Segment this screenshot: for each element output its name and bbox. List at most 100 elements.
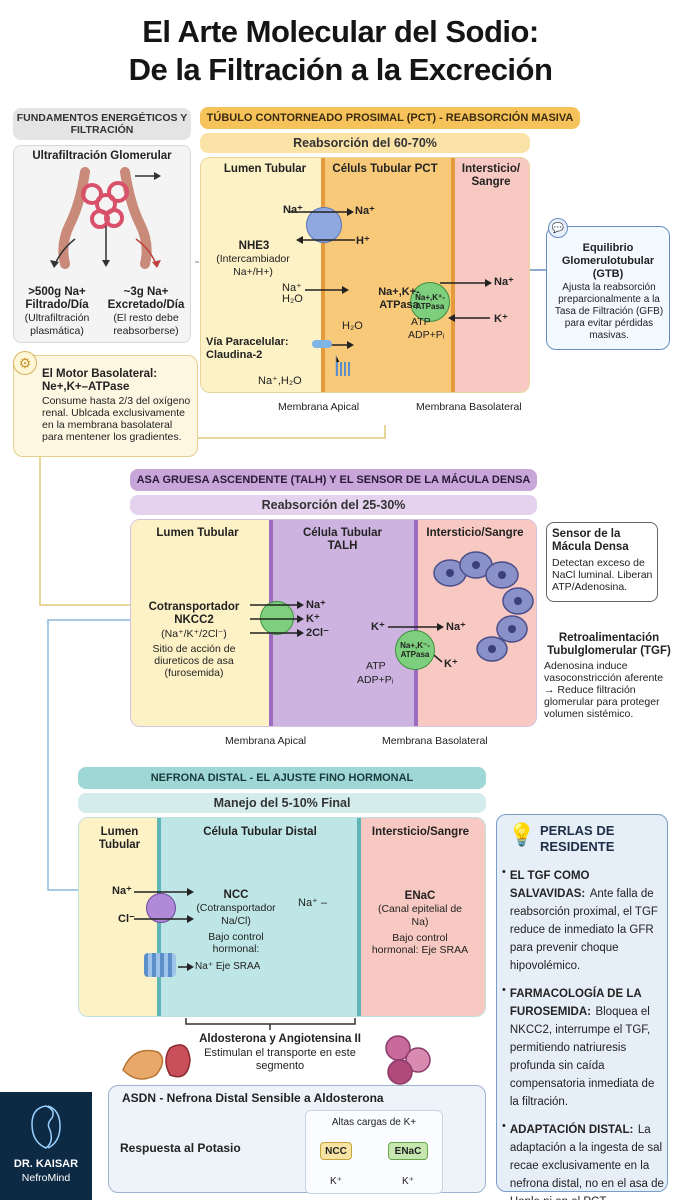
macula-title: Sensor de la Mácula Densa bbox=[552, 528, 629, 553]
asdn-k1: K⁺ bbox=[330, 1176, 342, 1187]
distal-cl: Cl⁻ bbox=[118, 913, 135, 925]
distal-interstitium-zone bbox=[359, 818, 485, 1016]
pct-na-out: Na⁺ bbox=[355, 205, 375, 217]
tgf-text: Adenosina induce vasoconstricción aferen… bbox=[544, 660, 664, 720]
distal-header-text: NEFRONA DISTAL - EL AJUSTE FINO HORMONAL bbox=[150, 772, 414, 784]
pct-diagram bbox=[200, 157, 530, 393]
macula-text: Detectan exceso de NaCl luminal. Liberan… bbox=[552, 557, 653, 593]
talh-adp: ADP+Pᵢ bbox=[357, 674, 394, 686]
gtb-title: Equilibrio Glomerulotubular (GTB) bbox=[561, 242, 655, 280]
page-title-line-2: De la Filtración a la Excreción bbox=[128, 52, 553, 87]
pct-cell-zone bbox=[323, 158, 453, 392]
talh-k: K⁺ bbox=[306, 613, 320, 625]
claudina-channel bbox=[312, 340, 332, 348]
macula-densa-cells bbox=[433, 551, 534, 662]
distal-cell-zone bbox=[159, 818, 359, 1016]
gtb-text: Ajusta la reabsorción preparcionalmente … bbox=[554, 282, 664, 341]
lightbulb-icon: 💡 bbox=[508, 822, 536, 847]
asdn-k2: K⁺ bbox=[402, 1176, 414, 1187]
gear-icon: ⚙ bbox=[13, 351, 37, 375]
pct-na-in: Na⁺ bbox=[283, 204, 303, 216]
distal-basolateral-membrane bbox=[357, 818, 361, 1016]
pct-na-h2o-na: Na⁺ bbox=[282, 282, 302, 294]
pct-mem-apical: Membrana Apical bbox=[278, 401, 360, 413]
talh-lumen-zone bbox=[131, 520, 271, 726]
aldo-text: Estimulan el transporte en este segmento bbox=[204, 1047, 356, 1072]
nkcc2-ions: (Na⁺/K⁺/2Cl⁻) bbox=[161, 628, 227, 640]
fundamentos-header-text: FUNDAMENTOS ENERGÉTICOS Y FILTRACIÓN bbox=[16, 112, 188, 136]
asdn-ncc-badge: NCC bbox=[320, 1142, 352, 1160]
enac-control: Bajo control hormonal: Eje SRAA bbox=[371, 932, 469, 956]
distal-subheader-text: Manejo del 5-10% Final bbox=[213, 796, 351, 810]
talh-atpase-pump-label: Na+,K⁻- ATPasa bbox=[400, 641, 430, 659]
hormone-glands-illustration bbox=[122, 1035, 431, 1085]
nhe3-label: NHE3 bbox=[238, 240, 270, 252]
chat-bubble-icon: 💬 bbox=[548, 218, 568, 238]
perlas-title: PERLAS DE RESIDENTE bbox=[540, 823, 615, 854]
distal-na: Na⁺ bbox=[112, 885, 132, 897]
perlas-list: • EL TGF COMO SALVAVIDAS: Ante falla de … bbox=[502, 866, 664, 1200]
distal-col-cell: Célula Tubular Distal bbox=[203, 826, 317, 838]
pct-na-h2o-bottom: Na⁺,H₂O bbox=[258, 375, 302, 387]
nkcc2-transporter bbox=[260, 601, 294, 635]
talh-atp: ATP bbox=[366, 660, 386, 672]
pct-na-pump-out: Na⁺ bbox=[494, 276, 514, 288]
motor-text: Consume hasta 2/3 del oxígeno renal. Ubl… bbox=[42, 395, 191, 443]
perla-item-title: FARMACOLOGÍA DE LA FUROSEMIDA: bbox=[509, 988, 642, 1018]
asdn-title: ASDN - Nefrona Distal Sensible a Aldoste… bbox=[122, 1091, 384, 1105]
asdn-ncc-label: NCC bbox=[325, 1145, 347, 1157]
asdn-respuesta: Respuesta al Potasio bbox=[120, 1141, 241, 1155]
distal-col-lumen: Lumen Tubular bbox=[98, 826, 141, 851]
pct-basolateral-membrane bbox=[451, 158, 455, 392]
excretado-note: (El resto debe reabsorberse) bbox=[113, 312, 179, 337]
distal-diagram bbox=[78, 817, 486, 1017]
talh-mem-apical: Membrana Apical bbox=[225, 735, 307, 747]
perla-item-text: Bloquea el NKCC2, interrumpe el TGF, per… bbox=[509, 1006, 655, 1108]
ncc-control: Bajo control hormonal: bbox=[208, 931, 264, 955]
enac-desc: (Canal epitelial de Na) bbox=[377, 903, 463, 928]
perla-item-title: EL TGF COMO SALVAVIDAS: bbox=[509, 870, 590, 900]
asdn-enac-label: ENaC bbox=[394, 1145, 422, 1157]
perlas-panel bbox=[496, 814, 668, 1192]
pct-atp: ATP bbox=[411, 316, 431, 328]
asdn-altas: Altas cargas de K+ bbox=[331, 1117, 417, 1128]
talh-basolateral-membrane bbox=[414, 520, 418, 726]
gtb-box bbox=[546, 226, 670, 350]
distal-lumen-zone bbox=[79, 818, 159, 1016]
pct-mem-basolateral: Membrana Basolateral bbox=[416, 401, 522, 413]
filtrado-note: (Ultrafiltración plasmática) bbox=[24, 312, 90, 337]
pct-atpase-pump-label: Na+,K⁺- ATPasa bbox=[415, 293, 445, 311]
tight-junction bbox=[336, 362, 352, 376]
ncc-transporter bbox=[146, 893, 176, 923]
talh-col-cell: Célula Tubular TALH bbox=[302, 527, 383, 552]
ncc-desc: (Cotransportador Na/Cl) bbox=[196, 902, 276, 927]
perla-item-text: La adaptación a la ingesta de sal recae … bbox=[509, 1124, 664, 1200]
ultrafiltracion-title: Ultrafiltración Glomerular bbox=[32, 150, 172, 162]
page-title-line-1: El Arte Molecular del Sodio: bbox=[142, 14, 539, 49]
logo-name: DR. KAISAR bbox=[13, 1158, 79, 1170]
pct-k-in: K⁺ bbox=[494, 313, 508, 325]
distal-subheader: Manejo del 5-10% Final bbox=[78, 793, 486, 813]
kidney-logo-icon bbox=[31, 1105, 61, 1149]
pct-interstitium-zone bbox=[453, 158, 529, 392]
talh-cell-zone bbox=[271, 520, 416, 726]
perla-item-text: Ante falla de reabsorción proximal, el T… bbox=[509, 888, 658, 972]
perla-item-body: ADAPTACIÓN DISTAL: La adaptación a la in… bbox=[510, 1120, 664, 1200]
motor-basolateral-box bbox=[13, 355, 198, 457]
excretado-value: ~3g Na+ Excretado/Día bbox=[107, 286, 185, 311]
distal-eje-channel: Na⁺ Eje SRAA bbox=[195, 961, 261, 972]
talh-subheader-text: Reabsorción del 25-30% bbox=[261, 498, 406, 512]
pct-adp: ADP+Pᵢ bbox=[408, 329, 445, 341]
pct-col-lumen: Lumen Tubular bbox=[223, 163, 307, 175]
talh-col-interstitium: Intersticio/Sangre bbox=[426, 527, 524, 539]
pct-h-plus: H⁺ bbox=[356, 235, 370, 247]
aldo-title: Aldosterona y Angiotensina II bbox=[199, 1033, 361, 1045]
paracelular-title: Vía Paracelular: Claudina-2 bbox=[206, 336, 289, 361]
talh-col-lumen: Lumen Tubular bbox=[156, 527, 239, 539]
pct-subheader-text: Reabsorción del 60-70% bbox=[293, 136, 437, 150]
logo-sub: NefroMind bbox=[21, 1172, 71, 1184]
distal-na-dash: Na⁺ – bbox=[298, 897, 328, 909]
